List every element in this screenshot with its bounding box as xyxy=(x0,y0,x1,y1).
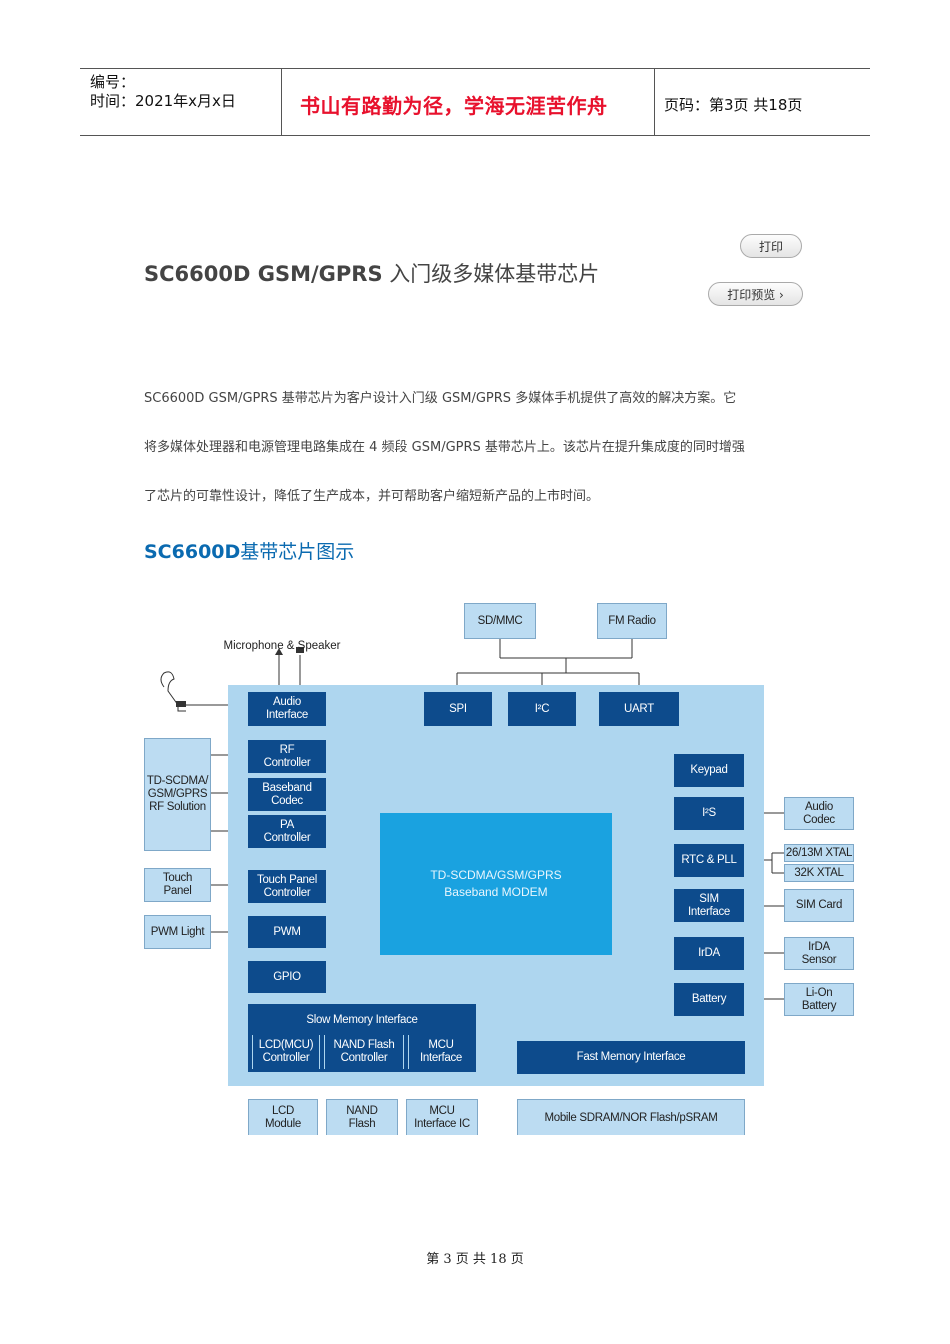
lcd-mcu-controller-block: LCD(MCU) Controller xyxy=(252,1035,320,1069)
rtc-pll-block: RTC & PLL xyxy=(674,844,744,877)
header-divider-right xyxy=(654,68,655,136)
mic-speaker-glyphs xyxy=(275,647,304,655)
keypad-block: Keypad xyxy=(674,754,744,787)
sd-mmc-box: SD/MMC xyxy=(464,603,536,639)
sim-card-box: SIM Card xyxy=(784,889,854,922)
paragraph-line-1: SC6600D GSM/GPRS 基带芯片为客户设计入门级 GSM/GPRS 多… xyxy=(144,391,737,406)
paragraph-line-3: 了芯片的可靠性设计，降低了生产成本，并可帮助客户缩短新产品的上市时间。 xyxy=(144,489,600,504)
xtal-26m-box: 26/13M XTAL xyxy=(784,844,854,862)
li-on-battery-box: Li-On Battery xyxy=(784,983,854,1016)
baseband-codec-block: Baseband Codec xyxy=(248,778,326,811)
baseband-chip-diagram: SD/MMC FM Radio Microphone & Speaker SPI… xyxy=(142,595,856,1135)
gpio-block: GPIO xyxy=(248,961,326,993)
article-title-cn: 入门级多媒体基带芯片 xyxy=(382,262,600,286)
fm-radio-box: FM Radio xyxy=(597,603,667,639)
baseband-modem-core: TD-SCDMA/GSM/GPRS Baseband MODEM xyxy=(380,813,612,955)
irda-sensor-box: IrDA Sensor xyxy=(784,937,854,970)
rf-solution-box: TD-SCDMA/ GSM/GPRS RF Solution xyxy=(144,738,211,851)
spi-block: SPI xyxy=(424,692,492,726)
touch-panel-box: Touch Panel xyxy=(144,868,211,902)
print-preview-button[interactable]: 打印预览 › xyxy=(708,282,803,306)
i2s-block: I²S xyxy=(674,797,744,830)
mcu-interface-block: MCU Interface xyxy=(408,1035,473,1069)
header-bottom-border xyxy=(80,135,870,136)
rf-controller-block: RF Controller xyxy=(248,740,326,773)
pwm-light-box: PWM Light xyxy=(144,915,211,949)
sim-interface-block: SIM Interface xyxy=(674,889,744,922)
lcd-module-box: LCD Module xyxy=(248,1099,318,1135)
mobile-memory-box: Mobile SDRAM/NOR Flash/pSRAM xyxy=(517,1099,745,1135)
audio-interface-block: Audio Interface xyxy=(248,692,326,726)
print-button[interactable]: 打印 xyxy=(740,234,802,258)
uart-block: UART xyxy=(599,692,679,726)
nand-flash-box: NAND Flash xyxy=(326,1099,398,1135)
slow-memory-label: Slow Memory Interface xyxy=(306,1014,418,1026)
article-title-en: SC6600D GSM/GPRS xyxy=(144,262,383,286)
battery-block: Battery xyxy=(674,983,744,1016)
irda-block: IrDA xyxy=(674,937,744,970)
i2c-block: I²C xyxy=(508,692,576,726)
section-subtitle-en: SC6600D xyxy=(144,541,241,563)
header-page-number: 页码：第3页 共18页 xyxy=(664,96,803,114)
fast-memory-interface-block: Fast Memory Interface xyxy=(517,1041,745,1074)
header-motto: 书山有路勤为径，学海无涯苦作舟 xyxy=(300,94,608,118)
paragraph-line-2: 将多媒体处理器和电源管理电路集成在 4 频段 GSM/GPRS 基带芯片上。该芯… xyxy=(144,440,745,455)
header-divider-left xyxy=(281,68,282,136)
mic-speaker-label: Microphone & Speaker xyxy=(223,640,341,652)
document-date: 时间：2021年x月x日 xyxy=(90,92,236,110)
nand-flash-controller-block: NAND Flash Controller xyxy=(324,1035,404,1069)
header-top-border xyxy=(80,68,870,69)
touch-panel-controller-block: Touch Panel Controller xyxy=(248,870,326,903)
page-footer: 第 3 页 共 18 页 xyxy=(426,1252,524,1267)
pwm-block: PWM xyxy=(248,916,326,948)
earphone-jack xyxy=(176,701,186,707)
article-title: SC6600D GSM/GPRS 入门级多媒体基带芯片 xyxy=(144,258,599,288)
section-subtitle-cn: 基带芯片图示 xyxy=(240,541,355,563)
pa-controller-block: PA Controller xyxy=(248,815,326,848)
section-subtitle: SC6600D基带芯片图示 xyxy=(144,537,354,564)
document-number-label: 编号： xyxy=(90,73,136,91)
mcu-interface-ic-box: MCU Interface IC xyxy=(406,1099,478,1135)
xtal-32k-box: 32K XTAL xyxy=(784,864,854,882)
audio-codec-box: Audio Codec xyxy=(784,797,854,830)
